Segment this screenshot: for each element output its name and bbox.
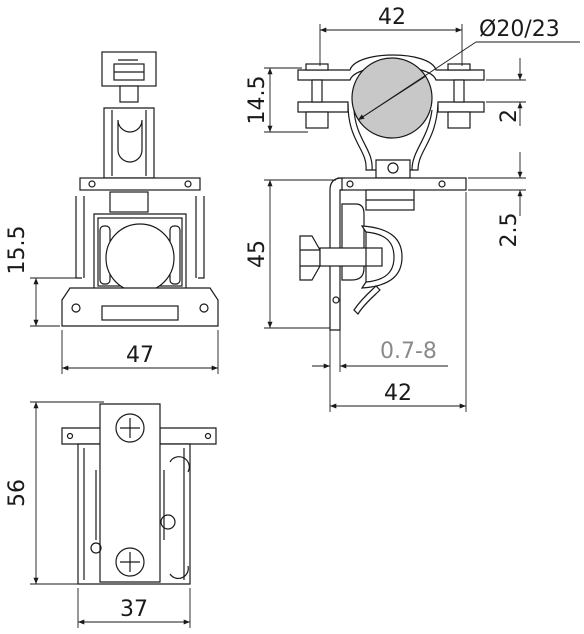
bottom-view	[61, 403, 217, 585]
side-clamp-height-dimension: 14.5	[245, 67, 308, 133]
side-plate-thickness-dimension: 2.5	[468, 152, 526, 248]
front-width-dimension: 47	[61, 330, 219, 374]
front-view	[61, 51, 219, 327]
side-strip-thickness-label: 2	[497, 109, 522, 123]
side-base-width-label: 42	[384, 381, 412, 406]
bottom-height-label: 56	[5, 479, 30, 507]
side-top-width-label: 42	[378, 5, 406, 30]
front-width-label: 47	[126, 343, 154, 368]
side-view	[297, 54, 485, 331]
side-strip-thickness-dimension: 2	[486, 58, 526, 126]
side-range-dimension: 0.7-8	[312, 320, 448, 372]
side-height-label: 45	[245, 240, 270, 268]
side-base-width-dimension: 42	[329, 192, 467, 412]
front-height-dimension: 15.5	[5, 226, 78, 327]
bottom-width-label: 37	[120, 597, 148, 622]
side-range-label: 0.7-8	[380, 339, 437, 364]
side-diameter-label: Ø20/23	[479, 17, 560, 42]
side-plate-thickness-label: 2.5	[497, 213, 522, 248]
front-height-label: 15.5	[5, 226, 30, 275]
bottom-width-dimension: 37	[77, 588, 191, 628]
side-clamp-height-label: 14.5	[245, 76, 270, 125]
bottom-height-dimension: 56	[5, 401, 104, 585]
side-diameter-dimension: Ø20/23	[357, 17, 580, 121]
side-height-dimension: 45	[245, 179, 336, 329]
side-top-width-dimension: 42	[319, 5, 463, 66]
